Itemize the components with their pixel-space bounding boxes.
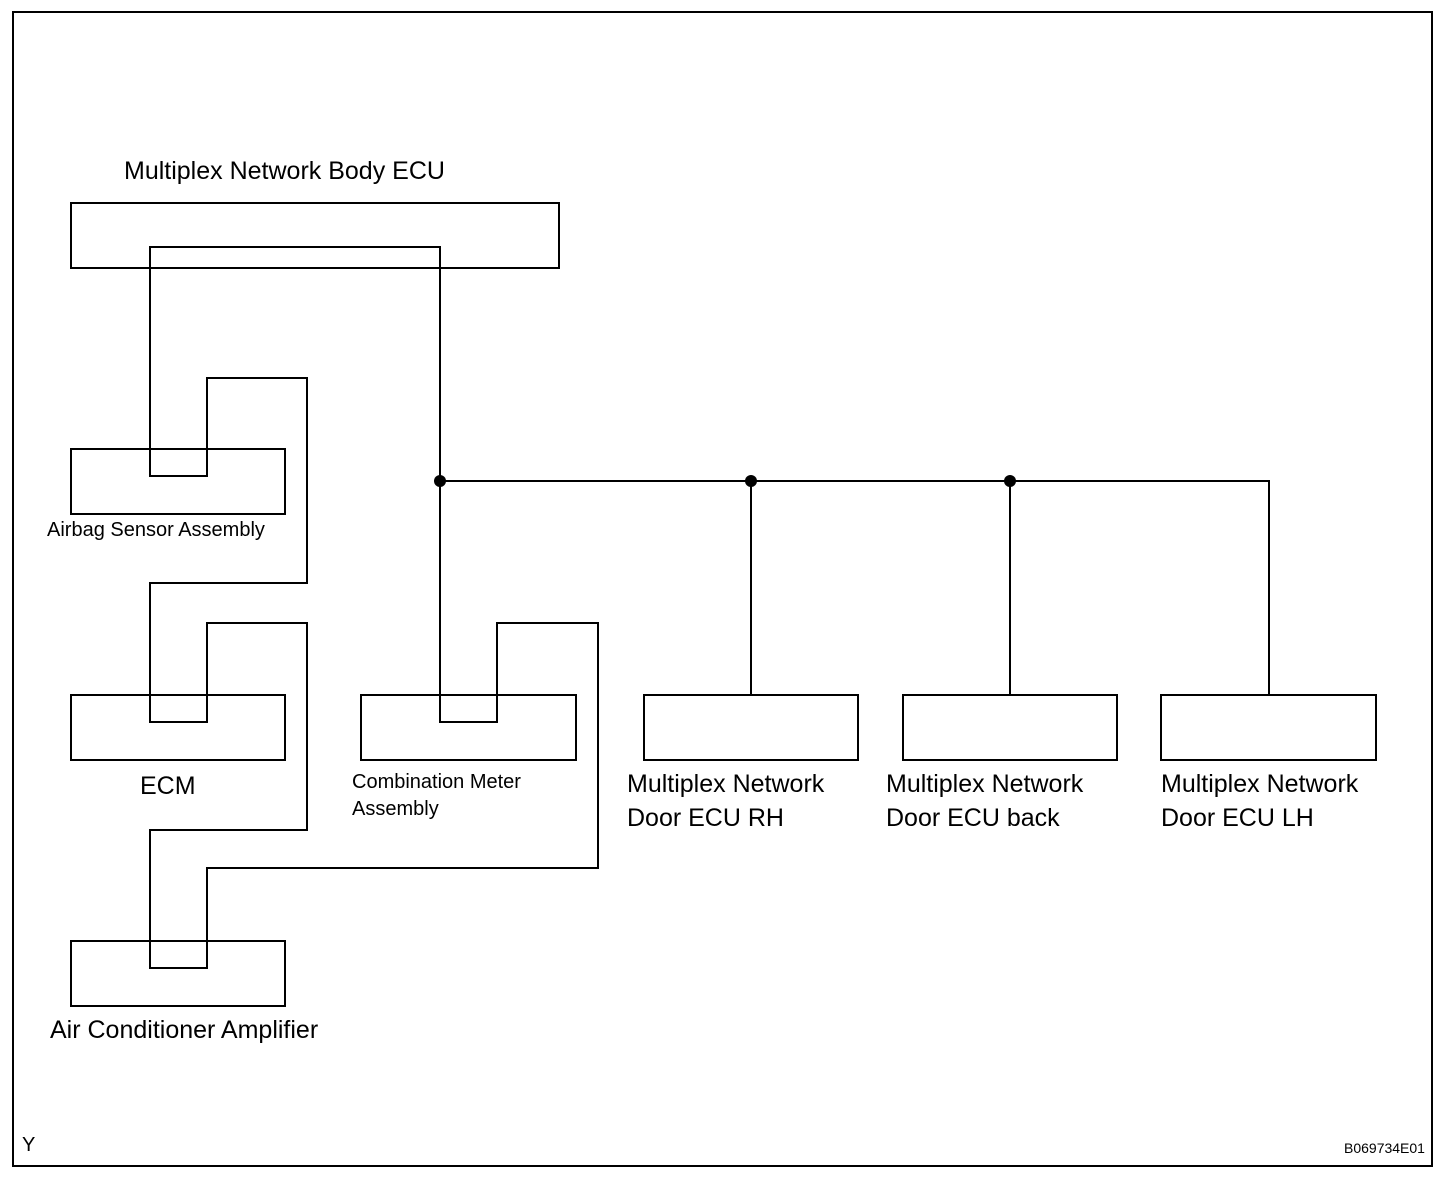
junction-dot <box>434 475 446 487</box>
door-ecu-lh-box <box>1160 694 1377 761</box>
corner-code-left: Y <box>22 1134 36 1156</box>
door-ecu-rh-label-line2: Door ECU RH <box>627 804 784 832</box>
wire-door-bus <box>440 480 1270 695</box>
door-ecu-lh-label-line2: Door ECU LH <box>1161 804 1314 832</box>
airbag-sensor-label: Airbag Sensor Assembly <box>47 519 265 541</box>
door-ecu-back-label-line2: Door ECU back <box>886 804 1060 832</box>
airbag-sensor-box <box>70 448 286 515</box>
ecm-label: ECM <box>140 772 196 800</box>
wire-body-airbag-meter <box>149 246 599 969</box>
door-ecu-rh-box <box>643 694 859 761</box>
ac-amplifier-box <box>70 940 286 1007</box>
junction-dot <box>745 475 757 487</box>
figure-code: B069734E01 <box>1344 1140 1425 1156</box>
combination-meter-label-line2: Assembly <box>352 798 439 820</box>
body-ecu-label: Multiplex Network Body ECU <box>124 157 445 185</box>
body-ecu-box <box>70 202 560 269</box>
door-ecu-rh-label-line1: Multiplex Network <box>627 770 825 798</box>
diagram-frame <box>12 11 1433 1167</box>
ac-amplifier-label: Air Conditioner Amplifier <box>50 1016 319 1044</box>
junction-dot <box>1004 475 1016 487</box>
door-ecu-back-label-line1: Multiplex Network <box>886 770 1084 798</box>
combination-meter-label-line1: Combination Meter <box>352 771 521 793</box>
ecm-box <box>70 694 286 761</box>
door-ecu-lh-label-line1: Multiplex Network <box>1161 770 1359 798</box>
combination-meter-box <box>360 694 577 761</box>
door-ecu-back-box <box>902 694 1118 761</box>
